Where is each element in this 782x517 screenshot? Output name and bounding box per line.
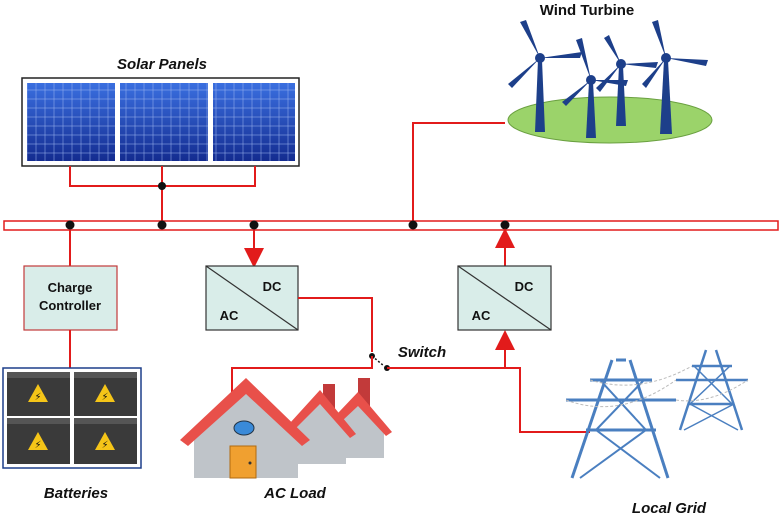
svg-text:⚡: ⚡ bbox=[34, 392, 41, 403]
svg-text:⚡: ⚡ bbox=[101, 392, 108, 403]
charge-controller: Charge Controller bbox=[23, 265, 118, 331]
inverter-ac-label: AC bbox=[220, 308, 239, 323]
svg-text:⚡: ⚡ bbox=[34, 440, 41, 451]
tower-small bbox=[676, 349, 748, 431]
main-bus bbox=[3, 220, 779, 231]
power-cables bbox=[565, 365, 749, 408]
ac-load-label: AC Load bbox=[263, 485, 327, 502]
solar-panels bbox=[21, 77, 300, 167]
wind-turbine-label: Wind Turbine bbox=[540, 2, 635, 19]
rectifier-dc-label: DC bbox=[515, 279, 534, 294]
junction-dot bbox=[158, 182, 166, 190]
inverter-dc-ac: DC AC bbox=[205, 265, 299, 331]
bus-junctions bbox=[65, 220, 510, 230]
load-wire bbox=[231, 356, 373, 395]
battery-2: ⚡ bbox=[74, 372, 137, 416]
turbine-1 bbox=[508, 20, 582, 132]
batteries-label: Batteries bbox=[44, 485, 108, 502]
solar-panel-1 bbox=[27, 83, 115, 161]
solar-panel-2 bbox=[120, 83, 208, 161]
wind-wire bbox=[412, 122, 505, 221]
solar-panels-label: Solar Panels bbox=[117, 56, 207, 73]
turbine-4 bbox=[642, 20, 708, 134]
inverter-wire-out bbox=[298, 297, 373, 352]
inverter-dc-label: DC bbox=[263, 279, 282, 294]
switch-label: Switch bbox=[398, 344, 446, 361]
charge-controller-line2: Controller bbox=[39, 298, 101, 313]
battery-bank: ⚡ ⚡ ⚡ ⚡ bbox=[2, 367, 142, 469]
battery-3: ⚡ bbox=[7, 418, 70, 464]
turbine-3 bbox=[596, 35, 658, 126]
battery-1: ⚡ bbox=[7, 372, 70, 416]
wind-turbines bbox=[507, 20, 713, 144]
house-1 bbox=[180, 378, 310, 479]
tower-large bbox=[566, 358, 676, 479]
ac-load-houses bbox=[180, 378, 392, 479]
grid-wire bbox=[387, 367, 590, 433]
rectifier-ac-dc: DC AC bbox=[457, 265, 552, 331]
transmission-towers bbox=[565, 349, 749, 479]
solar-panel-3 bbox=[213, 83, 295, 161]
solar-wiring bbox=[69, 166, 256, 221]
svg-text:⚡: ⚡ bbox=[101, 440, 108, 451]
rectifier-ac-label: AC bbox=[472, 308, 491, 323]
charge-controller-line1: Charge bbox=[48, 280, 93, 295]
local-grid-label: Local Grid bbox=[632, 500, 707, 517]
battery-4: ⚡ bbox=[74, 418, 137, 464]
